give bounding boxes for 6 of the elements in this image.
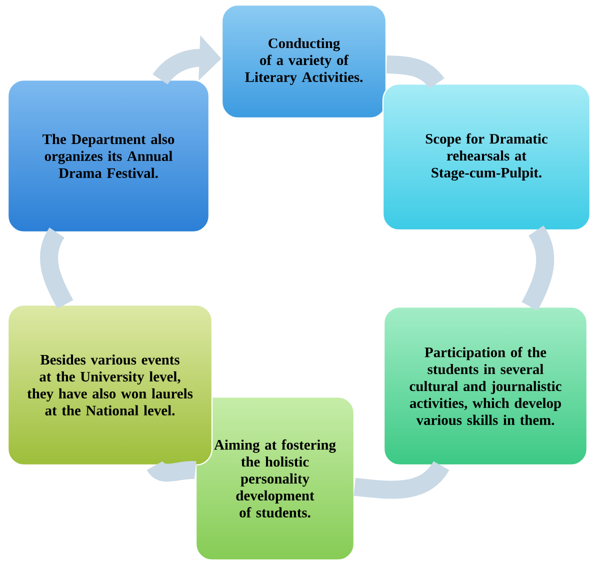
rounded-box: Aiming at fostering the holistic personality development of students.: [195, 396, 355, 561]
rounded-box: Conducting of a variety of Literary Activities.: [221, 4, 387, 119]
rounded-box: Participation of the students in several cultural and journalistic activities, which develop various skills in them.: [383, 306, 588, 466]
rounded-box: Besides various events at the University level, they have also won laurels at the National level.: [7, 304, 213, 466]
rounded-box: The Department also organizes its Annual Drama Festival.: [7, 79, 210, 233]
rounded-box: Scope for Dramatic rehearsals at Stage-cum-Pulpit.: [382, 83, 591, 231]
